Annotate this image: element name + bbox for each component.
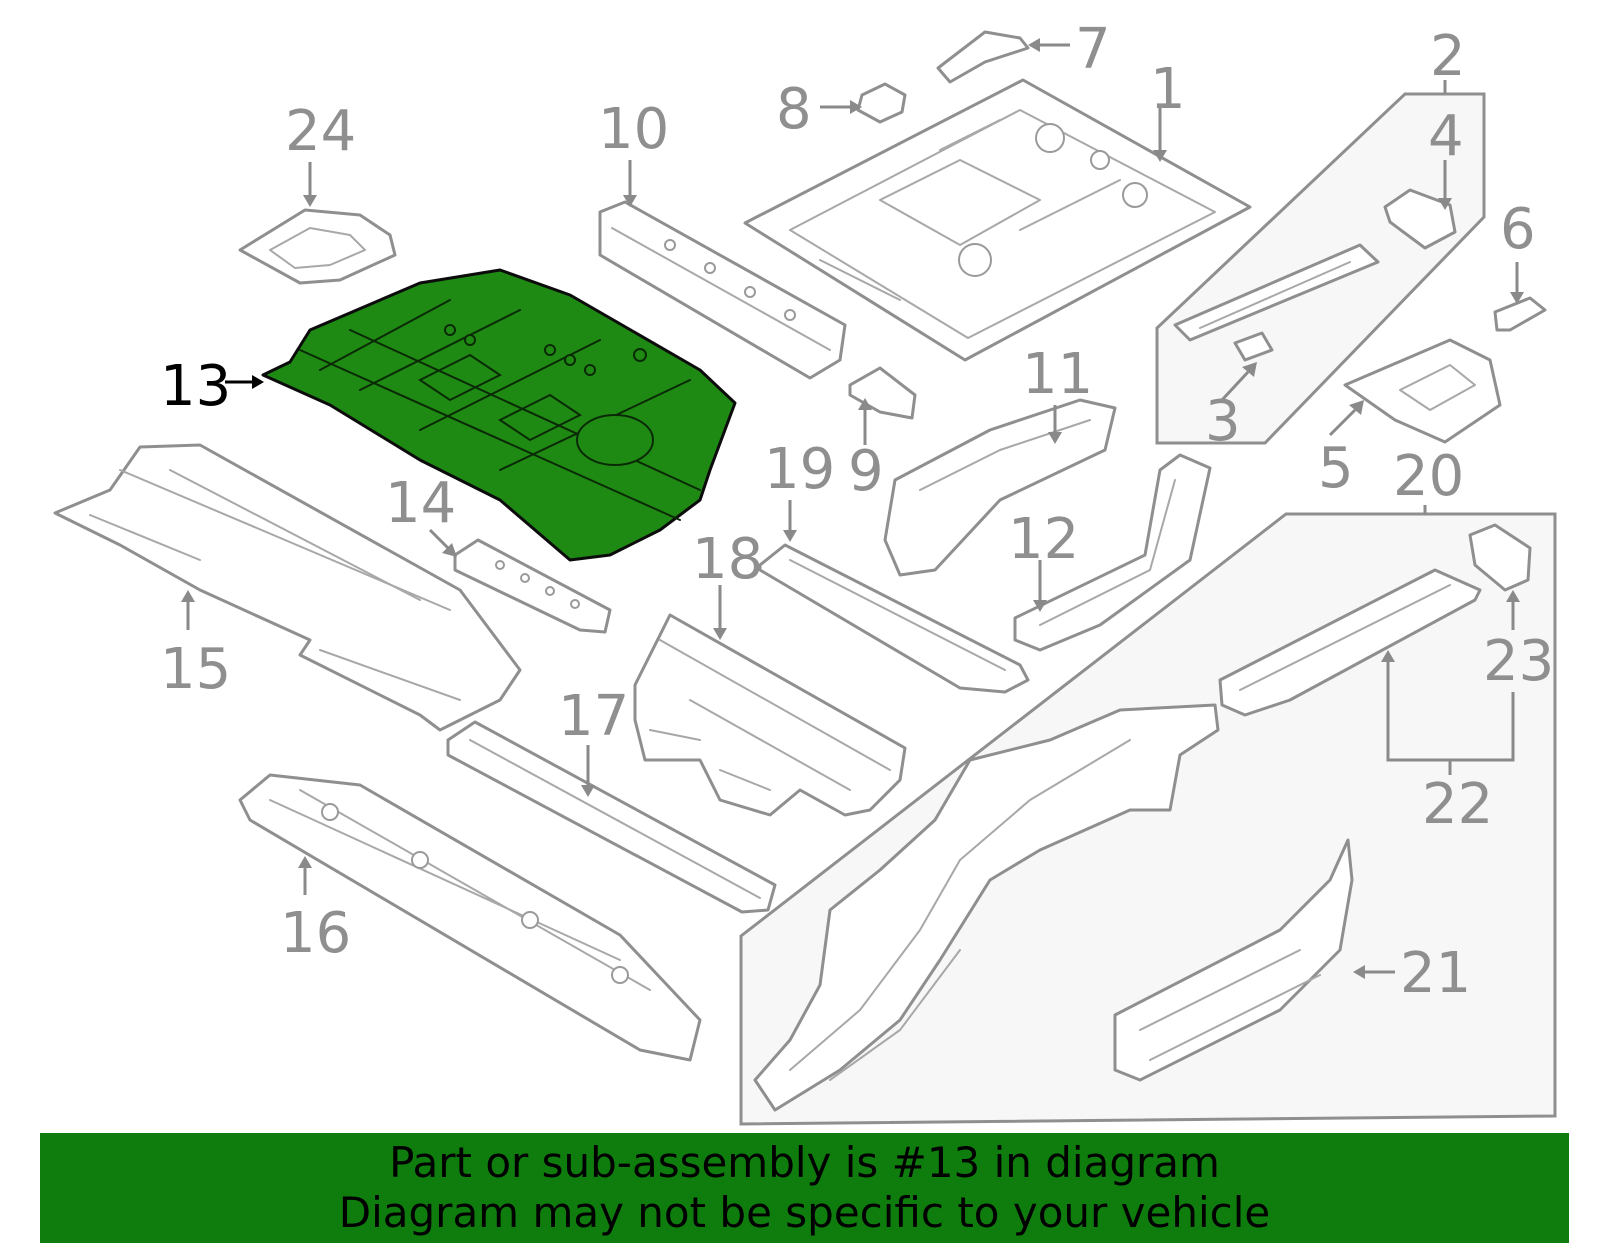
callout-2: 2 xyxy=(1430,24,1466,89)
part-2-member xyxy=(1173,243,1380,342)
part-13-highlighted xyxy=(261,268,737,562)
callout-11: 11 xyxy=(1022,342,1093,407)
info-banner: Part or sub-assembly is #13 in diagram D… xyxy=(40,1133,1569,1243)
part-14-reinforcement xyxy=(453,538,612,634)
leader-lines xyxy=(181,38,1524,979)
part-6-clip xyxy=(1493,296,1547,332)
callout-21: 21 xyxy=(1400,941,1471,1006)
part-15-side-member xyxy=(53,443,522,732)
part-3-clip xyxy=(1233,331,1274,362)
callout-24: 24 xyxy=(285,99,356,164)
part-18-cross-member xyxy=(633,613,907,817)
part-8-clip xyxy=(856,82,907,124)
callout-14: 14 xyxy=(385,471,456,536)
part-4-bracket xyxy=(1383,188,1457,250)
callout-3: 3 xyxy=(1205,389,1241,454)
callout-16: 16 xyxy=(280,901,351,966)
callout-17: 17 xyxy=(558,684,629,749)
part-11-bracket xyxy=(883,398,1117,577)
callout-13: 13 xyxy=(160,354,231,419)
part-10-cross-member xyxy=(598,200,847,380)
callout-6: 6 xyxy=(1500,197,1536,262)
part-20-side-member xyxy=(753,703,1220,1112)
callout-8: 8 xyxy=(776,77,812,142)
part-1-floor-pan xyxy=(743,78,1252,362)
part-9-bracket xyxy=(848,366,917,420)
part-17-cross-member xyxy=(446,720,777,914)
callout-20: 20 xyxy=(1393,444,1464,509)
callout-9: 9 xyxy=(848,439,884,504)
callout-19: 19 xyxy=(764,437,835,502)
callout-7: 7 xyxy=(1075,17,1111,82)
banner-line-part-number: Part or sub-assembly is #13 in diagram xyxy=(389,1138,1220,1187)
part-22-member xyxy=(1218,568,1482,717)
callout-10: 10 xyxy=(598,97,669,162)
part-24-cover xyxy=(238,208,397,285)
part-12-bracket xyxy=(1013,453,1212,652)
callout-4: 4 xyxy=(1428,104,1464,169)
callout-23: 23 xyxy=(1483,629,1554,694)
callout-1: 1 xyxy=(1150,57,1186,122)
part-19-rail xyxy=(758,543,1030,694)
callout-15: 15 xyxy=(160,637,231,702)
banner-line-disclaimer: Diagram may not be specific to your vehi… xyxy=(338,1188,1271,1237)
part-21-side-member xyxy=(1113,838,1354,1082)
part-23-bracket xyxy=(1468,523,1532,592)
part-5-bracket xyxy=(1343,338,1502,444)
callout-12: 12 xyxy=(1008,507,1079,572)
part-7-bracket xyxy=(936,30,1030,84)
callout-22: 22 xyxy=(1422,772,1493,837)
part-16-rail xyxy=(238,773,702,1062)
callout-5: 5 xyxy=(1318,436,1354,501)
callout-18: 18 xyxy=(692,527,763,592)
